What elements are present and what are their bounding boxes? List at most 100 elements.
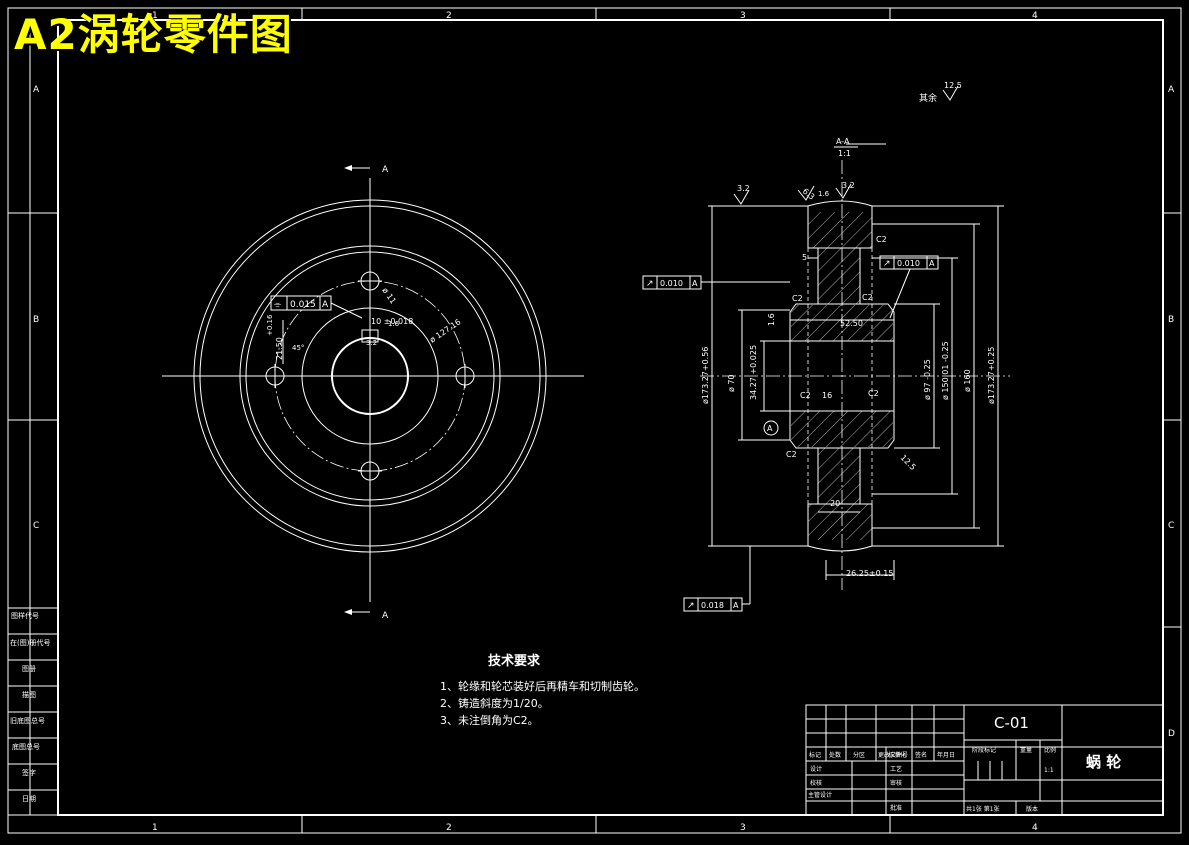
chamfer-3: C2 — [800, 391, 811, 400]
zone-top-3: 3 — [740, 11, 746, 21]
dim-d160: ø 160 — [963, 369, 972, 392]
flatness-symbol: ⌯ — [274, 300, 282, 310]
svg-text:↗: ↗ — [687, 601, 695, 611]
strip-label-3: 图册 — [22, 665, 36, 673]
runout-value-1: 0.010 — [660, 279, 683, 288]
runout-frame-2: ↗ 0.010 A — [879, 255, 939, 319]
strip-label-6: 底图总号 — [12, 742, 40, 751]
tech-item-2: 2、铸造斜度为1/20。 — [440, 696, 549, 710]
roughness-symbols: 3.2 1.6 3.2 — [733, 181, 855, 205]
chamfer-5: C2 — [786, 450, 797, 459]
zone-right-a: A — [1168, 85, 1175, 95]
header-cell-6: 年月日 — [937, 751, 955, 759]
zone-right-b: B — [1168, 315, 1174, 325]
front-view: A A ⌯ 0.015 A 10 ±0.018 ø 127.16 ø 11 21… — [162, 165, 584, 621]
datum-marker — [763, 420, 779, 436]
flatness-frame: ⌯ 0.015 A — [270, 295, 363, 319]
web-bottom-hatch — [818, 448, 860, 504]
row-left-3: 主管设计 — [808, 791, 832, 799]
row-mid-4: 批准 — [890, 804, 902, 812]
row-mid-3: 审核 — [890, 779, 902, 787]
zone-bottom-3: 3 — [740, 823, 746, 833]
zone-left-c: C — [33, 521, 39, 531]
roughness-1: 3.2 — [737, 184, 750, 193]
dim-rough32: 3.2 — [366, 339, 377, 347]
zone-top-4: 4 — [1032, 11, 1038, 21]
weight-label: 重量 — [1020, 746, 1032, 754]
zone-right-c: C — [1168, 521, 1174, 531]
dim-d173: ø173.27+0.25 — [987, 347, 996, 404]
drawing-title: A2涡轮零件图 — [14, 10, 293, 59]
header-cell-2: 处数 — [829, 751, 841, 759]
rest-roughness-value: 12.5 — [944, 81, 962, 90]
header-cell-4: 更改文件号 — [878, 751, 908, 759]
scale-value: 1:1 — [1044, 767, 1054, 774]
dim-r16: 1.6 — [767, 313, 776, 326]
roughness-2: 1.6 — [818, 190, 830, 198]
runout-frame-3: ↗ 0.018 A — [683, 546, 751, 612]
zone-left-b: B — [33, 315, 39, 325]
runout-datum-3: A — [733, 601, 739, 610]
scale-label: 比例 — [1044, 746, 1056, 754]
datum-label: A — [767, 424, 773, 433]
hub-outer-circle — [245, 251, 495, 501]
outer-border — [7, 7, 1182, 834]
chamfer-4: C2 — [868, 389, 879, 398]
runout-frame-1: ↗ 0.010 A — [642, 275, 790, 290]
left-strip: 图样代号 在(图)册代号 图册 描图 旧底图总号 底图总号 签字 日期 — [7, 607, 59, 816]
keyway — [361, 329, 379, 343]
tech-item-3: 3、未注倒角为C2。 — [440, 713, 539, 727]
tech-requirements: 技术要求 1、轮缘和轮芯装好后再精车和切制齿轮。 2、铸造斜度为1/20。 3、… — [440, 653, 645, 727]
rim-bottom-hatch — [808, 504, 872, 540]
stage-label: 阶段标记 — [972, 746, 996, 754]
dim-keyway: 10 ±0.018 — [371, 317, 413, 326]
dim-w20: 20 — [830, 499, 840, 508]
strip-label-5: 旧底图总号 — [10, 716, 45, 725]
row-mid-2: 工艺 — [890, 765, 902, 773]
strip-label-7: 签字 — [22, 768, 36, 777]
zone-bottom-2: 2 — [446, 823, 452, 833]
dim-w5: 5 — [802, 253, 807, 262]
strip-label-4: 描图 — [22, 690, 36, 699]
zone-bottom-1: 1 — [152, 823, 158, 833]
svg-text:↗: ↗ — [883, 259, 891, 269]
flatness-value: 0.015 — [290, 300, 316, 310]
dim-hole: ø 11 — [380, 286, 397, 306]
dim-d150: ø 150.01 -0.25 — [941, 341, 950, 400]
inner-border — [57, 19, 1164, 816]
header-cell-1: 标记 — [809, 751, 821, 759]
row-left-2: 校核 — [810, 779, 822, 787]
roughness-3: 3.2 — [842, 181, 855, 190]
dim-d34: 34.27 +0.025 — [749, 345, 758, 400]
dim-d-outer: ø173.27+0.56 — [701, 347, 710, 404]
row-left-1: 设计 — [810, 765, 822, 773]
zone-right-d: D — [1168, 729, 1175, 739]
strip-label-8: 日期 — [22, 795, 36, 803]
header-cell-5: 签名 — [915, 751, 927, 759]
outer-rim-circle — [193, 199, 547, 553]
dim-tol16: +0.16 — [266, 314, 274, 336]
dim-d97: ø 97 -0.25 — [923, 359, 932, 400]
rim-hub-circle — [239, 245, 501, 507]
section-marker-top: A — [382, 165, 389, 175]
web-top-hatch — [818, 248, 860, 304]
section-label: A-A — [836, 137, 850, 146]
chamfer-6: C2 — [862, 293, 873, 302]
svg-text:↗: ↗ — [646, 279, 654, 289]
strip-label-2: 在(图)册代号 — [10, 638, 50, 647]
header-cell-3: 分区 — [853, 751, 865, 759]
version-label: 版本 — [1026, 805, 1038, 813]
zone-top-2: 2 — [446, 11, 452, 21]
hub-circle — [301, 307, 439, 445]
rest-roughness-label: 其余 — [919, 92, 937, 104]
part-name: 蜗 轮 — [1086, 753, 1121, 771]
rim-top-hatch — [808, 212, 872, 248]
dim-d70: ø 70 — [727, 374, 736, 392]
chamfer-1: C2 — [876, 235, 887, 244]
strip-label-1: 图样代号 — [11, 611, 39, 620]
runout-datum-2: A — [929, 259, 935, 268]
dim-45: 45° — [292, 344, 304, 352]
runout-value-3: 0.018 — [701, 601, 724, 610]
rim-bottom-outline — [807, 503, 873, 552]
